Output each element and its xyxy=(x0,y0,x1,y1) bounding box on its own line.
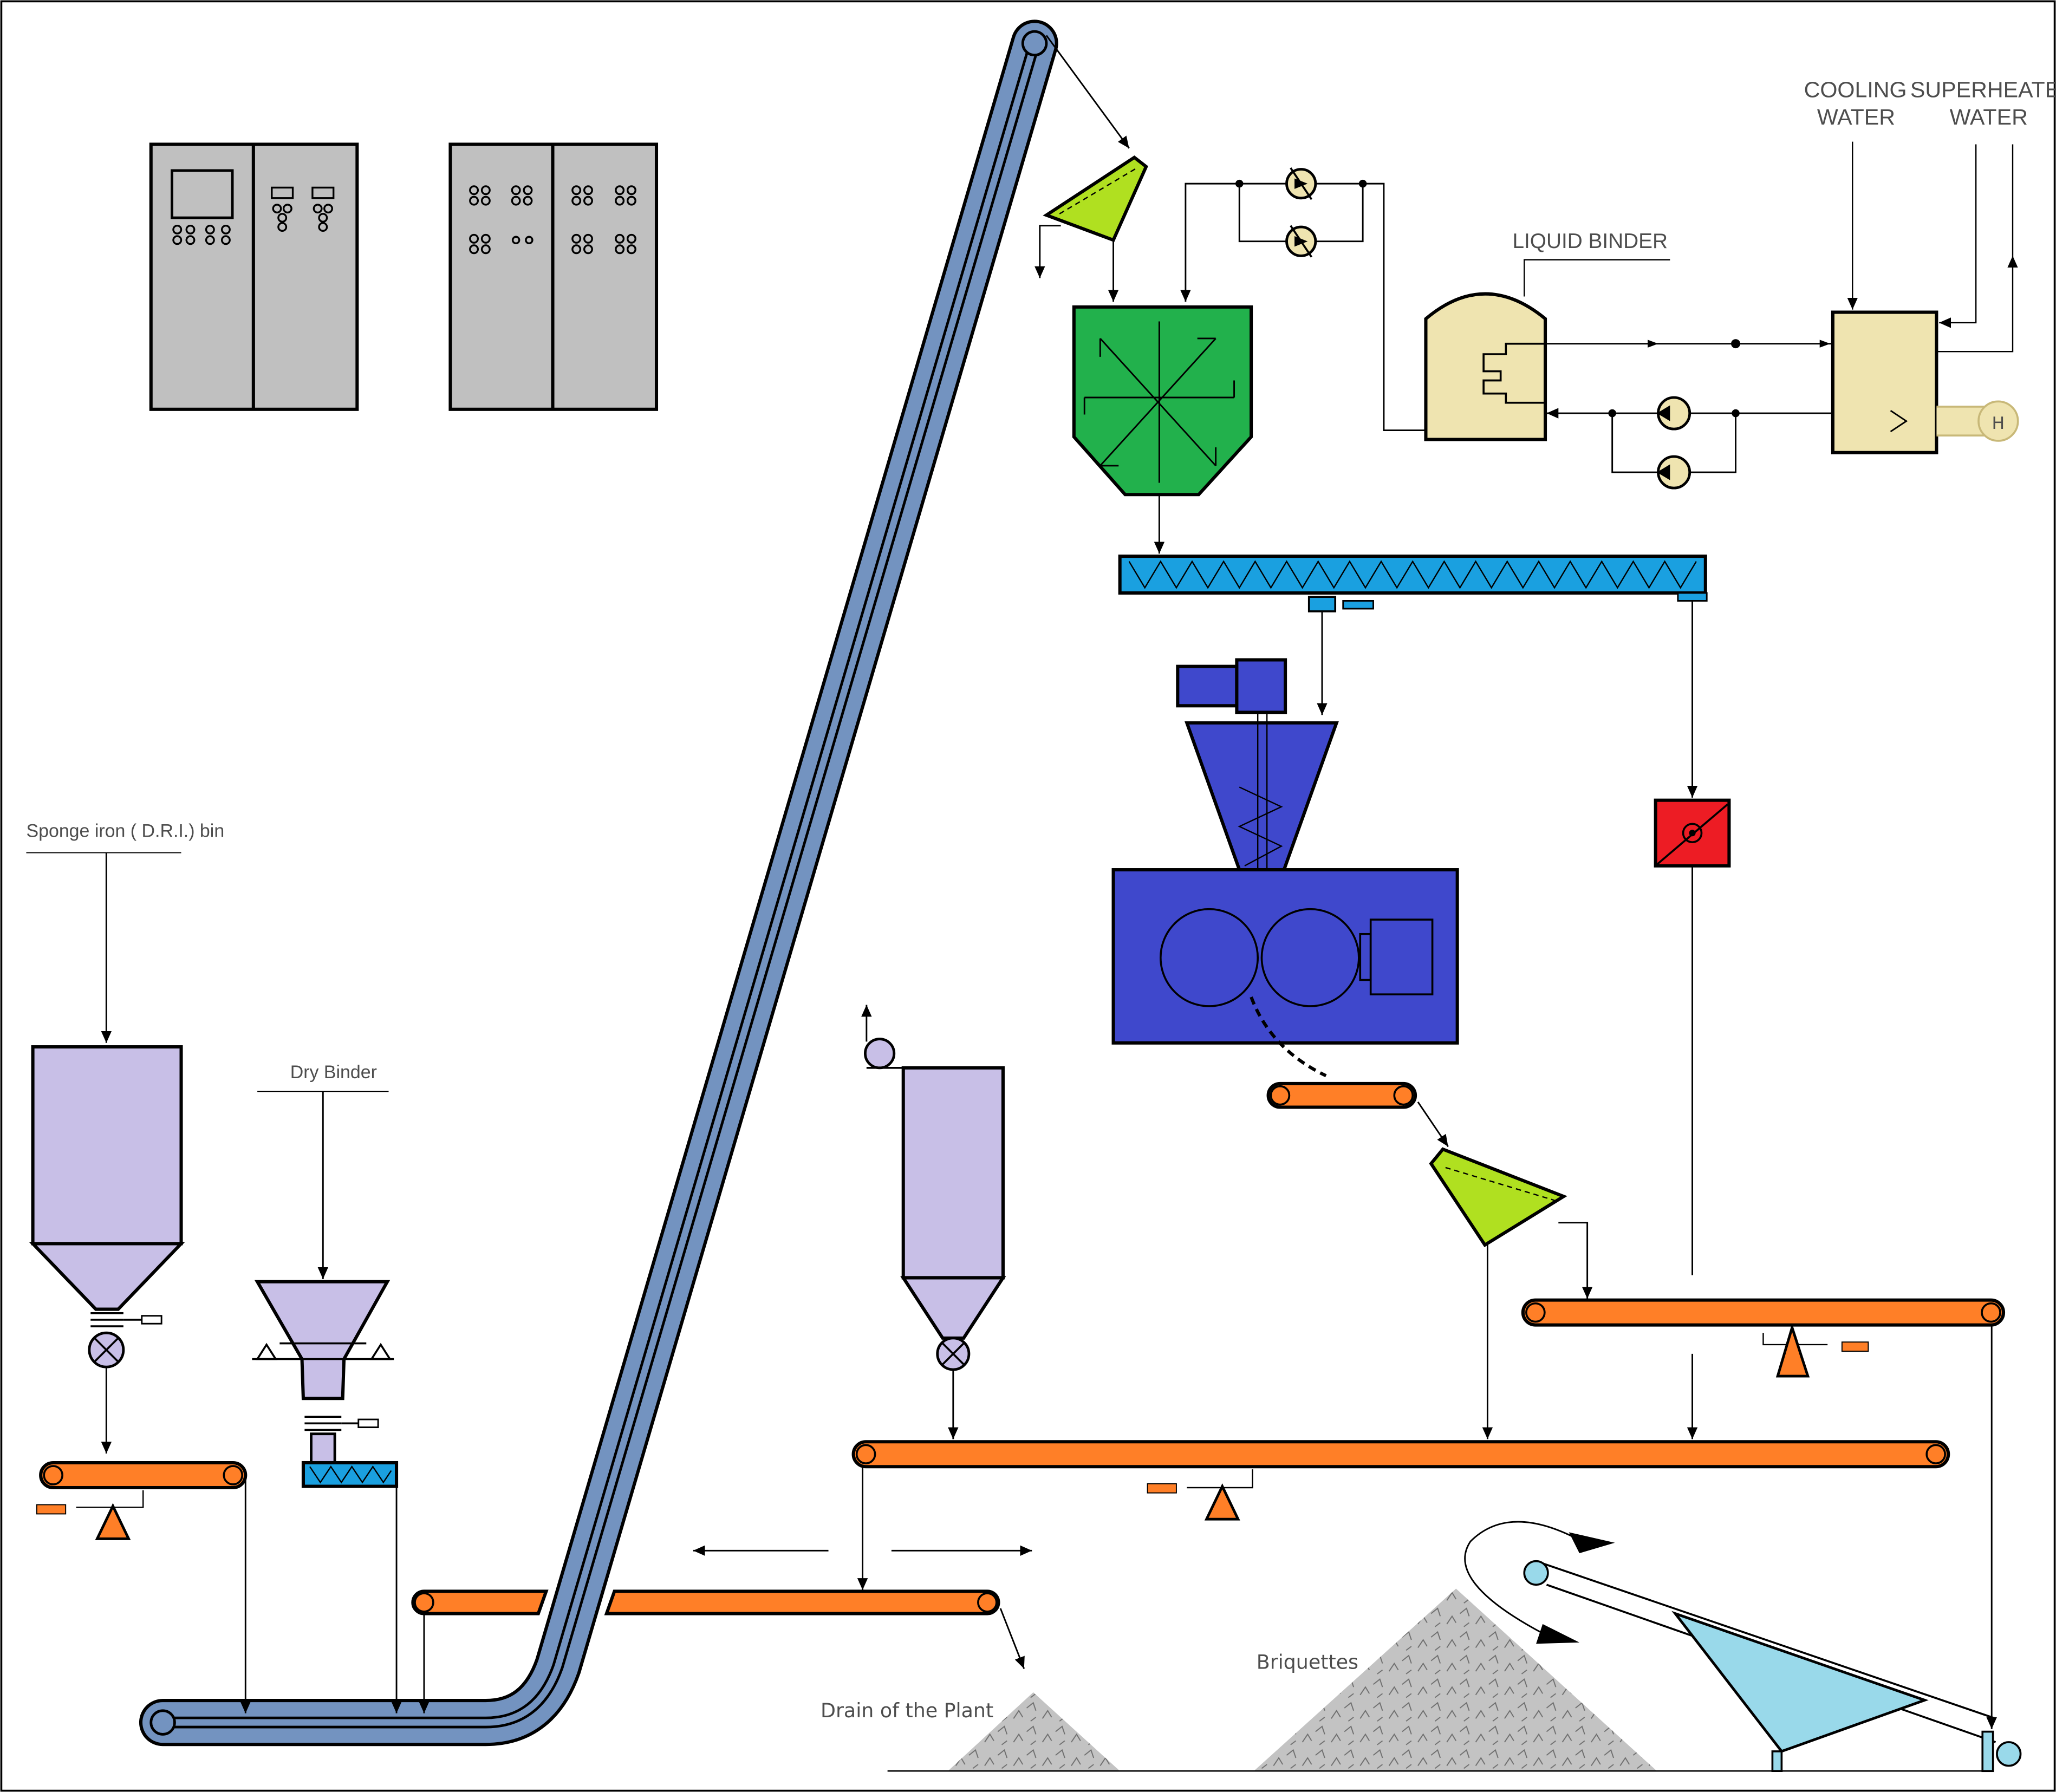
belt-conveyor-lower xyxy=(411,1589,1000,1615)
vibrating-screen-top xyxy=(1043,155,1148,243)
heat-exchanger: H xyxy=(1831,310,2019,454)
sponge-iron-bin xyxy=(29,1045,185,1369)
cooling-water-label: COOLING xyxy=(1804,77,1907,102)
heater-icon xyxy=(1977,400,2019,442)
cooling-water-label-2: WATER xyxy=(1817,105,1895,129)
belt-conveyor-recycle xyxy=(1521,1298,2006,1378)
circulation-pumps xyxy=(1608,396,1740,490)
heater-label: H xyxy=(1992,414,2005,433)
drain-label: Drain of the Plant xyxy=(821,1699,993,1722)
liquid-binder-label: LIQUID BINDER xyxy=(1512,230,1668,253)
belt-conveyor-main xyxy=(851,1440,1950,1521)
briquetting-press xyxy=(1111,658,1459,1045)
screw-conveyor-top xyxy=(1118,555,1708,612)
control-cabinet-2 xyxy=(448,142,659,411)
dosing-pumps xyxy=(1235,167,1367,258)
briquettes-pile xyxy=(1253,1588,1657,1771)
rotary-valve xyxy=(1654,798,1731,868)
superheated-water-label: SUPERHEATED xyxy=(1910,77,2056,102)
liquid-binder-tank xyxy=(1424,292,1547,441)
bucket-elevator xyxy=(139,19,1058,1747)
mixer xyxy=(1072,305,1253,497)
dry-binder-label: Dry Binder xyxy=(290,1062,377,1083)
vibrating-screen-bottom xyxy=(1429,1147,1567,1247)
dry-binder-hopper xyxy=(252,1280,399,1488)
superheated-water-label-2: WATER xyxy=(1950,105,2028,129)
briquettes-label: Briquettes xyxy=(1257,1650,1358,1673)
recycle-bin xyxy=(863,1038,1006,1371)
briquette-cooler xyxy=(1523,1560,2022,1773)
belt-conveyor-press-output xyxy=(1266,1081,1417,1109)
belt-conveyor-dri xyxy=(36,1461,248,1540)
hmi-screen-icon xyxy=(171,169,234,219)
control-cabinet-1 xyxy=(149,142,359,411)
sponge-iron-bin-label: Sponge iron ( D.R.I.) bin xyxy=(26,821,224,842)
drain-pile xyxy=(948,1692,1120,1771)
